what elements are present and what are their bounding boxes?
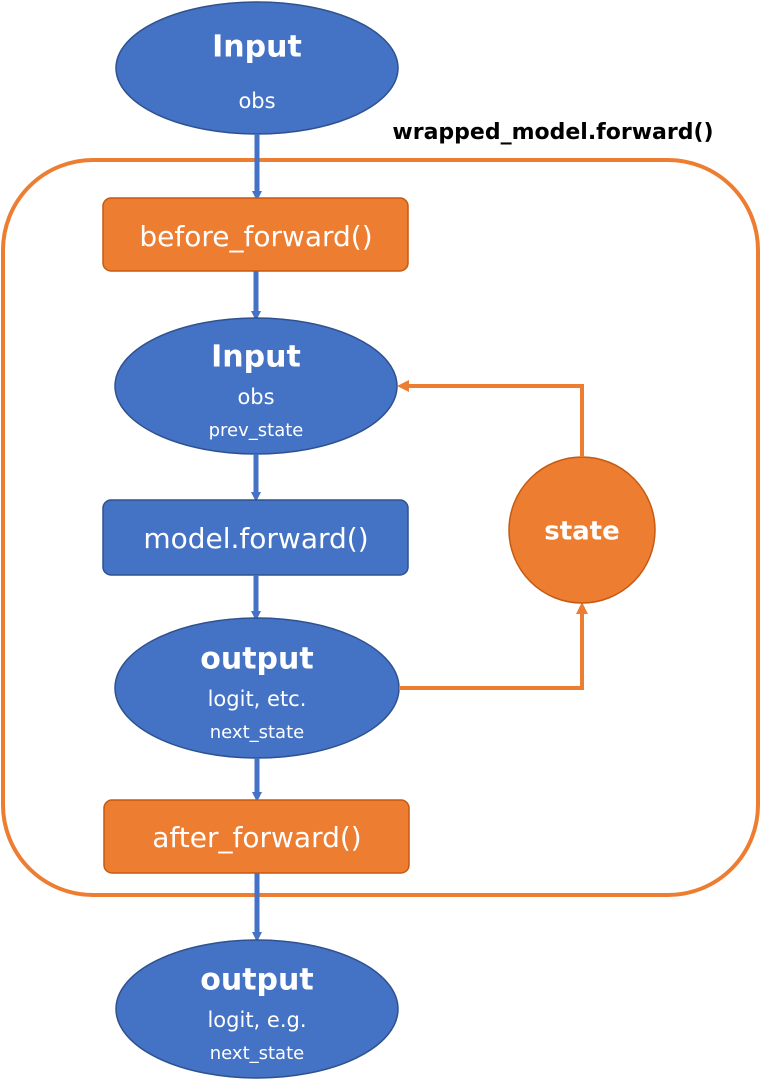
after-forward-node: after_forward()	[103, 799, 410, 874]
arrow-state-to-input	[397, 380, 584, 457]
wrapper-frame	[1, 158, 760, 897]
arrow-output-to-state	[399, 602, 588, 690]
input-top-title: Input	[212, 30, 302, 65]
input-inner-line2: prev_state	[209, 420, 304, 441]
after-forward-label: after_forward()	[152, 821, 361, 854]
before-forward-node: before_forward()	[102, 197, 409, 272]
input-top-line1: obs	[238, 89, 275, 113]
output-bottom-line2: next_state	[210, 1043, 304, 1064]
model-forward-node: model.forward()	[102, 499, 409, 576]
output-inner-title: output	[200, 642, 313, 677]
output-inner-line1: logit, etc.	[208, 687, 307, 711]
output-bottom-line1: logit, e.g.	[207, 1008, 306, 1032]
output-bottom-node: output logit, e.g. next_state	[115, 939, 399, 1079]
input-inner-node: Input obs prev_state	[114, 317, 398, 455]
state-label: state	[544, 517, 620, 547]
input-inner-title: Input	[211, 340, 301, 375]
model-forward-label: model.forward()	[143, 522, 368, 555]
input-top-node: Input obs	[115, 1, 399, 135]
wrapper-label: wrapped_model.forward()	[392, 120, 713, 145]
state-node: state	[508, 456, 656, 604]
input-inner-line1: obs	[237, 385, 274, 409]
output-inner-node: output logit, etc. next_state	[114, 617, 400, 759]
output-inner-line2: next_state	[210, 722, 304, 743]
before-forward-label: before_forward()	[139, 220, 372, 253]
output-bottom-title: output	[200, 963, 313, 998]
